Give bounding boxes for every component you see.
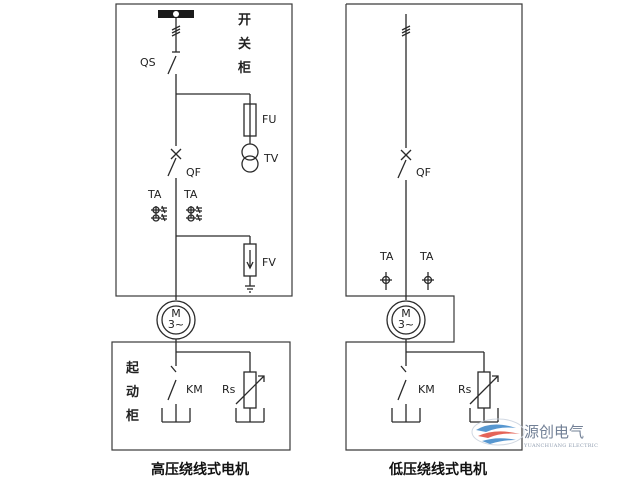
disconnector-label: QS: [140, 56, 156, 69]
ct-right-label: TA: [419, 250, 434, 263]
breaker-label: QF: [416, 166, 431, 179]
vt-primary-coil: [241, 143, 259, 161]
fuse-label: FU: [262, 113, 276, 126]
starter-cabinet-frame: [111, 341, 291, 451]
rheostat-arrow-shaft: [235, 375, 265, 405]
motor-inner-ring: [161, 305, 191, 335]
breaker-x-mark-b: [400, 149, 412, 161]
contactor-blade: [397, 379, 407, 401]
ct-left-label: TA: [147, 188, 162, 201]
rheostat-arrow-head: [492, 375, 499, 382]
motor-label-line1: M: [171, 307, 181, 320]
current-transformer-left-symbol: [380, 272, 392, 290]
high-voltage-caption: 高压绕线式电机: [151, 461, 249, 478]
breaker-label: QF: [186, 166, 201, 179]
contactor-blade: [167, 379, 177, 401]
watermark-name: 源创电气: [524, 423, 584, 441]
busbar-terminal: [173, 11, 179, 17]
starter-cabinet-char-2: 动: [126, 385, 139, 400]
starter-cabinet-char-3: 柜: [125, 408, 139, 424]
breaker-x-mark-b: [170, 148, 182, 160]
switch-cabinet-char-2: 关: [238, 36, 251, 52]
three-phase-tick-2: [401, 28, 411, 34]
rheostat-label: Rs: [222, 383, 236, 396]
motor-label-line2: 3~: [168, 318, 184, 331]
contactor-label: KM: [186, 383, 203, 396]
motor-inner-ring: [391, 305, 421, 335]
motor-label-line2: 3~: [398, 318, 414, 331]
high-voltage-diagram: QS FU TV QF TA TA FV 开 关: [111, 3, 293, 478]
brand-watermark: 源创电气 YUANCHUANG ELECTRIC: [471, 418, 598, 449]
disconnector-blade: [167, 55, 177, 75]
rheostat-label: Rs: [458, 383, 472, 396]
low-voltage-caption: 低压绕线式电机: [388, 461, 487, 478]
arrester-label: FV: [262, 256, 276, 269]
contactor-hook: [400, 365, 407, 373]
motor-label-line1: M: [401, 307, 411, 320]
current-transformer-right-symbol: [422, 272, 434, 290]
watermark-subtitle: YUANCHUANG ELECTRIC: [523, 443, 598, 449]
breaker-blade: [167, 157, 177, 177]
low-voltage-diagram: QF TA TA M 3~ KM: [345, 3, 523, 478]
three-phase-tick-3: [171, 31, 181, 37]
brand-logo-icon: [471, 418, 525, 446]
voltage-transformer-label: TV: [263, 152, 279, 165]
ct-left-label: TA: [379, 250, 394, 263]
low-voltage-panel-frame: [345, 3, 523, 451]
breaker-blade: [397, 159, 407, 179]
three-phase-tick-2: [171, 28, 181, 34]
rheostat-arrow-head: [258, 375, 265, 382]
three-phase-tick-1: [401, 25, 411, 31]
three-phase-tick-1: [171, 25, 181, 31]
contactor-hook: [170, 365, 177, 373]
switch-cabinet-char-3: 柜: [237, 60, 251, 76]
rheostat-arrow-shaft: [469, 375, 499, 405]
ct-right-label: TA: [183, 188, 198, 201]
vt-secondary-coil: [241, 155, 259, 173]
current-transformer-right-symbol: [185, 205, 203, 222]
arrester-arrow: [246, 261, 254, 270]
current-transformer-left-symbol: [150, 205, 168, 222]
three-phase-tick-3: [401, 31, 411, 37]
contactor-label: KM: [418, 383, 435, 396]
switch-cabinet-char-1: 开: [238, 13, 251, 28]
starter-cabinet-char-1: 起: [125, 360, 140, 376]
switch-cabinet-frame: [115, 3, 293, 297]
